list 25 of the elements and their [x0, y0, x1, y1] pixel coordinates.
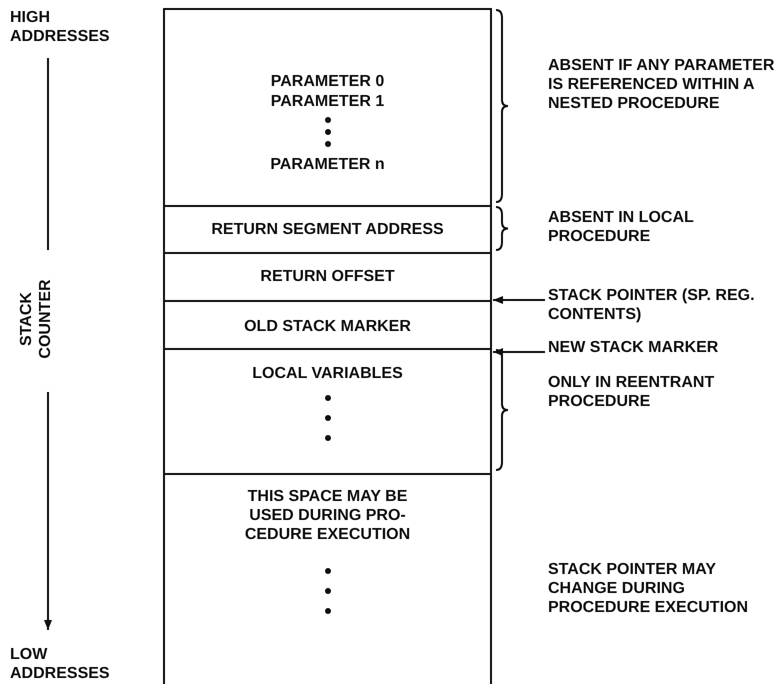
- cell-text: THIS SPACE MAY BE USED DURING PRO- CEDURE EXECUTION: [244, 487, 412, 544]
- annotation-text: NEW STACK MARKER: [548, 338, 782, 357]
- cell-text: LOCAL VARIABLES: [251, 364, 404, 383]
- annotation-text: ABSENT IF ANY PARAMETER IS REFERENCED WITHIN A NESTED PROCEDURE: [548, 56, 776, 113]
- stack-frame-cell: [163, 8, 492, 207]
- cell-text: RETURN SEGMENT ADDRESS: [210, 220, 445, 239]
- cell-text: PARAMETER n: [269, 155, 386, 174]
- arrow: [493, 348, 545, 356]
- stack-frame-cell: [163, 348, 492, 475]
- arrow: [493, 296, 545, 304]
- cell-text: RETURN OFFSET: [259, 267, 396, 286]
- annotation-text: STACK POINTER MAY CHANGE DURING PROCEDURE EXECUTION: [548, 560, 750, 617]
- annotation-text: LOW ADDRESSES: [10, 645, 111, 683]
- cell-text: OLD STACK MARKER: [243, 317, 412, 336]
- stack-frame-cell: [163, 300, 492, 350]
- annotation-text: ABSENT IN LOCAL PROCEDURE: [548, 208, 694, 246]
- axis-label: STACK COUNTER: [17, 278, 55, 361]
- annotation-text: HIGH ADDRESSES: [10, 8, 111, 46]
- annotation-text: ONLY IN REENTRANT PROCEDURE: [548, 373, 716, 411]
- annotation-text: STACK POINTER (SP. REG. CONTENTS): [548, 286, 782, 324]
- stack-frame-cell: [163, 205, 492, 254]
- cell-text: PARAMETER 1: [270, 92, 386, 111]
- cell-text: PARAMETER 0: [270, 72, 386, 91]
- stack-frame-cell: [163, 252, 492, 302]
- stack-frame-cell: [163, 473, 492, 684]
